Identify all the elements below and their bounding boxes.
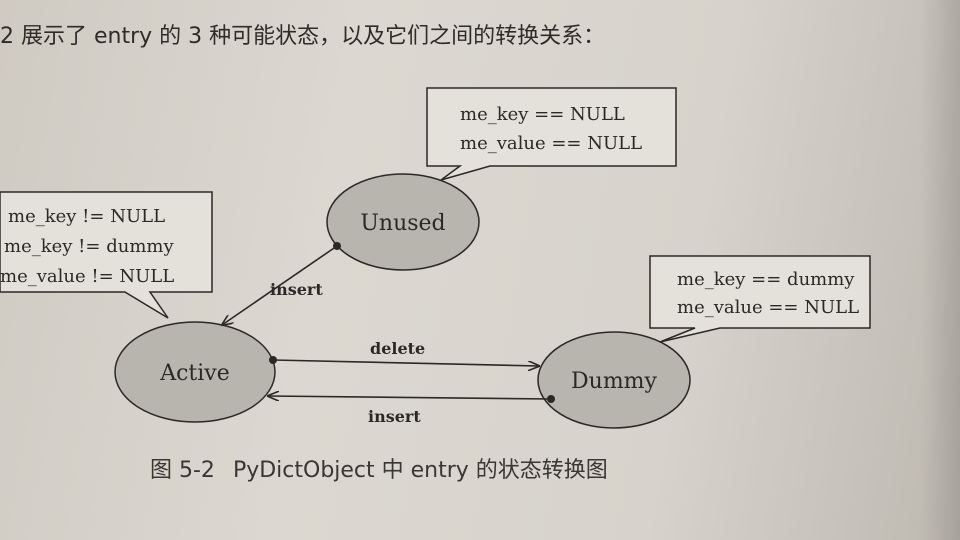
note-unused: me_key == NULL me_value == NULL [426, 87, 677, 181]
note-active-line-1: me_key != NULL [8, 206, 165, 227]
transition-label-delete: delete [370, 339, 425, 358]
state-dummy: Dummy [537, 331, 691, 429]
note-unused-line-2: me_value == NULL [460, 133, 642, 154]
state-unused-label: Unused [360, 211, 445, 236]
figure-label: 图 5-2 [150, 458, 215, 483]
state-active: Active [114, 321, 276, 423]
state-active-label: Active [159, 361, 230, 386]
figure-title: PyDictObject 中 entry 的状态转换图 [232, 458, 608, 483]
transition-label-insert-2: insert [368, 407, 421, 426]
note-dummy-line-2: me_value == NULL [677, 297, 859, 318]
state-dummy-label: Dummy [571, 369, 658, 394]
note-dummy-line-1: me_key == dummy [677, 269, 855, 290]
page-edge-shadow [920, 0, 960, 540]
intro-text: 2 展示了 entry 的 3 种可能状态，以及它们之间的转换关系： [0, 24, 606, 49]
state-unused: Unused [326, 173, 480, 271]
transition-active-to-dummy: delete [269, 339, 539, 366]
note-active-line-2: me_key != dummy [4, 236, 174, 257]
figure-caption: 图 5-2 PyDictObject 中 entry 的状态转换图 [150, 452, 626, 484]
note-dummy: me_key == dummy me_value == NULL [649, 255, 871, 343]
transition-label-insert-1: insert [270, 280, 323, 299]
transition-unused-to-active: insert [222, 242, 341, 325]
note-active-line-3: me_value != NULL [0, 266, 174, 287]
note-active: me_key != NULL me_key != dummy me_value … [0, 191, 213, 319]
transition-dummy-to-active: insert [268, 395, 555, 426]
note-unused-line-1: me_key == NULL [460, 104, 625, 125]
